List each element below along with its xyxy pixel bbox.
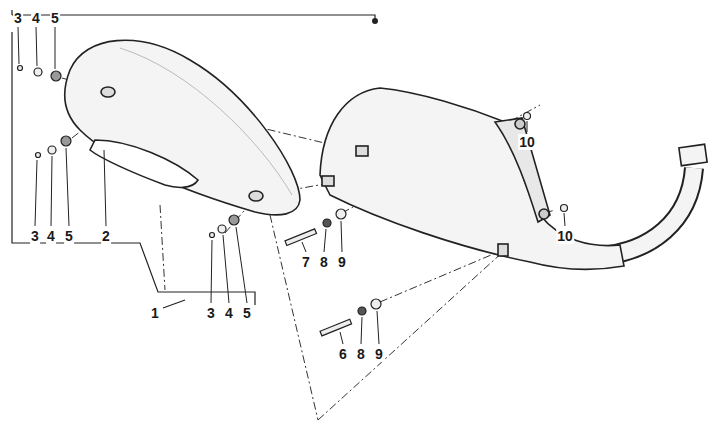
leader-line <box>341 221 342 252</box>
leader-line <box>564 213 565 226</box>
screw <box>210 233 215 238</box>
washer <box>34 68 42 76</box>
centre-line <box>160 205 165 290</box>
callout-number: 9 <box>374 346 384 362</box>
leader-line <box>377 311 379 344</box>
nut <box>524 113 531 120</box>
leader-line <box>55 27 56 69</box>
bolt <box>285 229 317 246</box>
bracket-hole <box>515 119 525 129</box>
bracket-lines <box>12 10 375 308</box>
heat-shield-slot <box>90 140 198 187</box>
mount-hole <box>249 191 263 201</box>
mount-hole <box>101 87 115 97</box>
leader-line <box>223 235 229 303</box>
exhaust-pipe <box>600 168 694 256</box>
leader-line <box>51 156 52 226</box>
nut <box>561 205 568 212</box>
washer <box>218 225 226 233</box>
nut <box>229 215 239 225</box>
callout-number: 10 <box>518 134 536 150</box>
spring-washer <box>358 307 366 315</box>
centre-line <box>270 215 318 420</box>
shield-clip <box>356 146 368 156</box>
leader-line <box>66 148 69 226</box>
callout-number: 3 <box>206 305 216 321</box>
leader-line <box>18 27 19 64</box>
callout-number: 4 <box>46 228 56 244</box>
screw <box>18 66 23 71</box>
centre-line <box>380 247 510 302</box>
leader-line <box>104 150 106 226</box>
shield-clip <box>498 244 508 256</box>
bolt <box>320 319 352 336</box>
callout-number: 5 <box>242 305 252 321</box>
shading <box>120 48 292 195</box>
nut <box>51 71 61 81</box>
bracket-hole <box>539 209 549 219</box>
pipe-flange <box>679 144 707 165</box>
heat-shield-body <box>65 40 300 215</box>
callout-number: 4 <box>31 10 41 26</box>
muffler-body <box>320 88 624 269</box>
callout-number: 1 <box>150 305 160 321</box>
callout-number: 3 <box>13 10 23 26</box>
washer <box>48 146 56 154</box>
washer <box>336 209 346 219</box>
fasteners <box>18 66 568 336</box>
callout-number: 8 <box>356 346 366 362</box>
leader-line <box>236 227 247 303</box>
callout-number: 9 <box>337 254 347 270</box>
centre-line <box>318 250 505 420</box>
nut <box>61 136 71 146</box>
leader-line <box>324 229 326 252</box>
exhaust-pipe-outline <box>600 168 694 256</box>
mount-bracket <box>495 118 550 222</box>
leader-line <box>340 332 343 344</box>
bracket-dot <box>372 18 378 24</box>
shield-clip <box>322 176 334 186</box>
spring-washer <box>323 219 331 227</box>
callout-number: 6 <box>338 346 348 362</box>
muffler <box>320 88 707 269</box>
callout-number: 8 <box>319 254 329 270</box>
callout-number: 5 <box>64 228 74 244</box>
leader-line <box>361 317 362 344</box>
callout-number: 7 <box>301 254 311 270</box>
leader-line <box>35 160 37 226</box>
callout-number: 4 <box>224 305 234 321</box>
leader-line <box>163 300 185 308</box>
leader-line <box>527 121 528 132</box>
screw <box>36 153 41 158</box>
callout-number: 2 <box>101 228 111 244</box>
callout-number: 5 <box>50 10 60 26</box>
washer <box>371 299 381 309</box>
leader-line <box>36 27 37 66</box>
heat-shield <box>65 40 300 215</box>
leader-line <box>211 240 212 303</box>
callout-number: 3 <box>30 228 40 244</box>
leader-line <box>302 242 306 252</box>
leader-lines <box>18 27 565 344</box>
callout-number: 10 <box>556 228 574 244</box>
group-bracket <box>12 15 375 20</box>
